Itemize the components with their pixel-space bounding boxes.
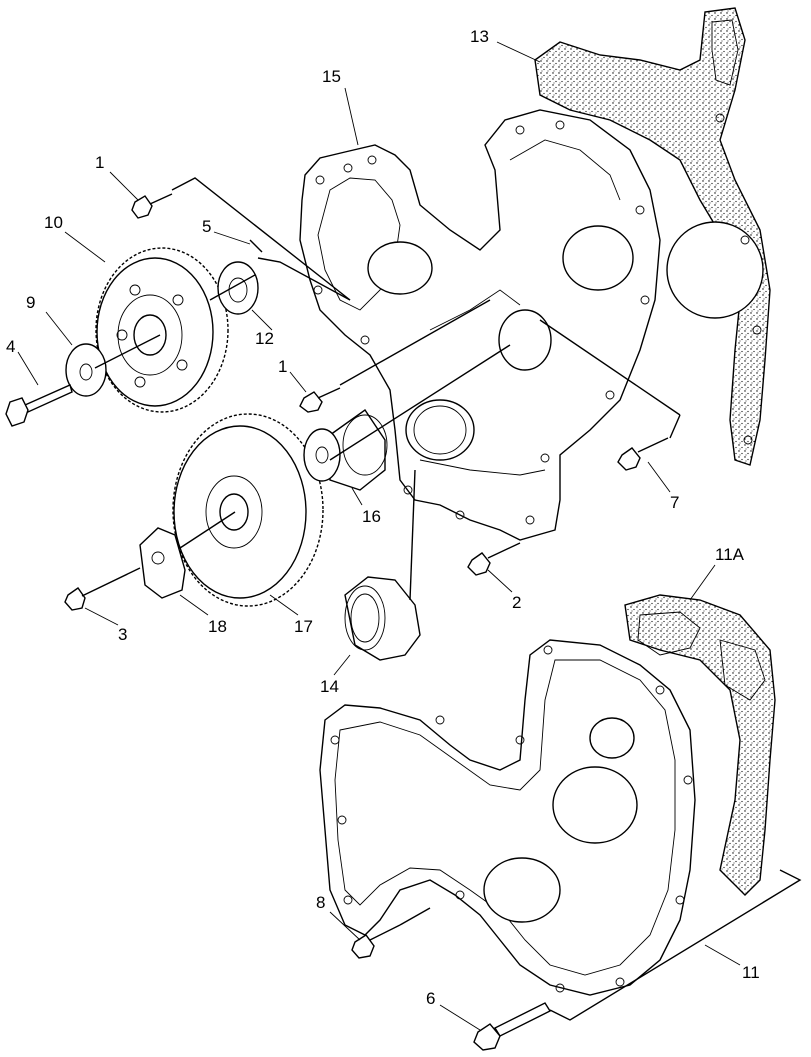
callout-labels: 1 10 5 9 4 12 1 15 13 7 16 2 18 17 3 14 … — [6, 27, 760, 1008]
callout-17: 17 — [294, 617, 313, 636]
washer-9 — [65, 343, 107, 397]
thrust-plate-12 — [217, 261, 259, 315]
callout-18: 18 — [208, 617, 227, 636]
callout-13: 13 — [470, 27, 489, 46]
bolt-1-lower — [299, 387, 341, 413]
leader-lines — [17, 41, 741, 1031]
gasket-11a — [624, 594, 776, 896]
plate-18 — [139, 527, 186, 599]
assembly-lines — [94, 177, 802, 1021]
callout-1-upper: 1 — [95, 153, 104, 172]
gasket-13 — [534, 7, 771, 466]
callout-7: 7 — [670, 493, 679, 512]
callout-9: 9 — [26, 293, 35, 312]
timing-housing-15 — [299, 109, 661, 541]
bolt-6 — [473, 1002, 552, 1051]
oil-seal-14 — [344, 576, 421, 661]
callout-4: 4 — [6, 337, 15, 356]
front-cover-11 — [319, 639, 696, 996]
callout-10: 10 — [44, 213, 63, 232]
callout-5: 5 — [202, 217, 211, 236]
bolt-4 — [5, 384, 73, 427]
callout-3: 3 — [118, 625, 127, 644]
bolt-2 — [467, 542, 521, 576]
bolt-3 — [64, 567, 141, 611]
dowel-5 — [249, 239, 263, 253]
callout-14: 14 — [320, 677, 339, 696]
callout-11a: 11A — [715, 545, 745, 564]
callout-6: 6 — [426, 989, 435, 1008]
callout-11: 11 — [742, 963, 760, 982]
gear-17 — [172, 413, 324, 607]
bolt-7 — [617, 437, 669, 471]
bolt-1-upper — [131, 193, 173, 219]
callout-16: 16 — [362, 507, 381, 526]
callout-8: 8 — [316, 893, 325, 912]
callout-1-lower: 1 — [278, 357, 287, 376]
bolt-8 — [351, 924, 401, 959]
hub-16 — [303, 409, 388, 491]
callout-12: 12 — [255, 329, 274, 348]
callout-15: 15 — [322, 67, 341, 86]
gear-10 — [95, 247, 229, 413]
callout-2: 2 — [512, 593, 521, 612]
